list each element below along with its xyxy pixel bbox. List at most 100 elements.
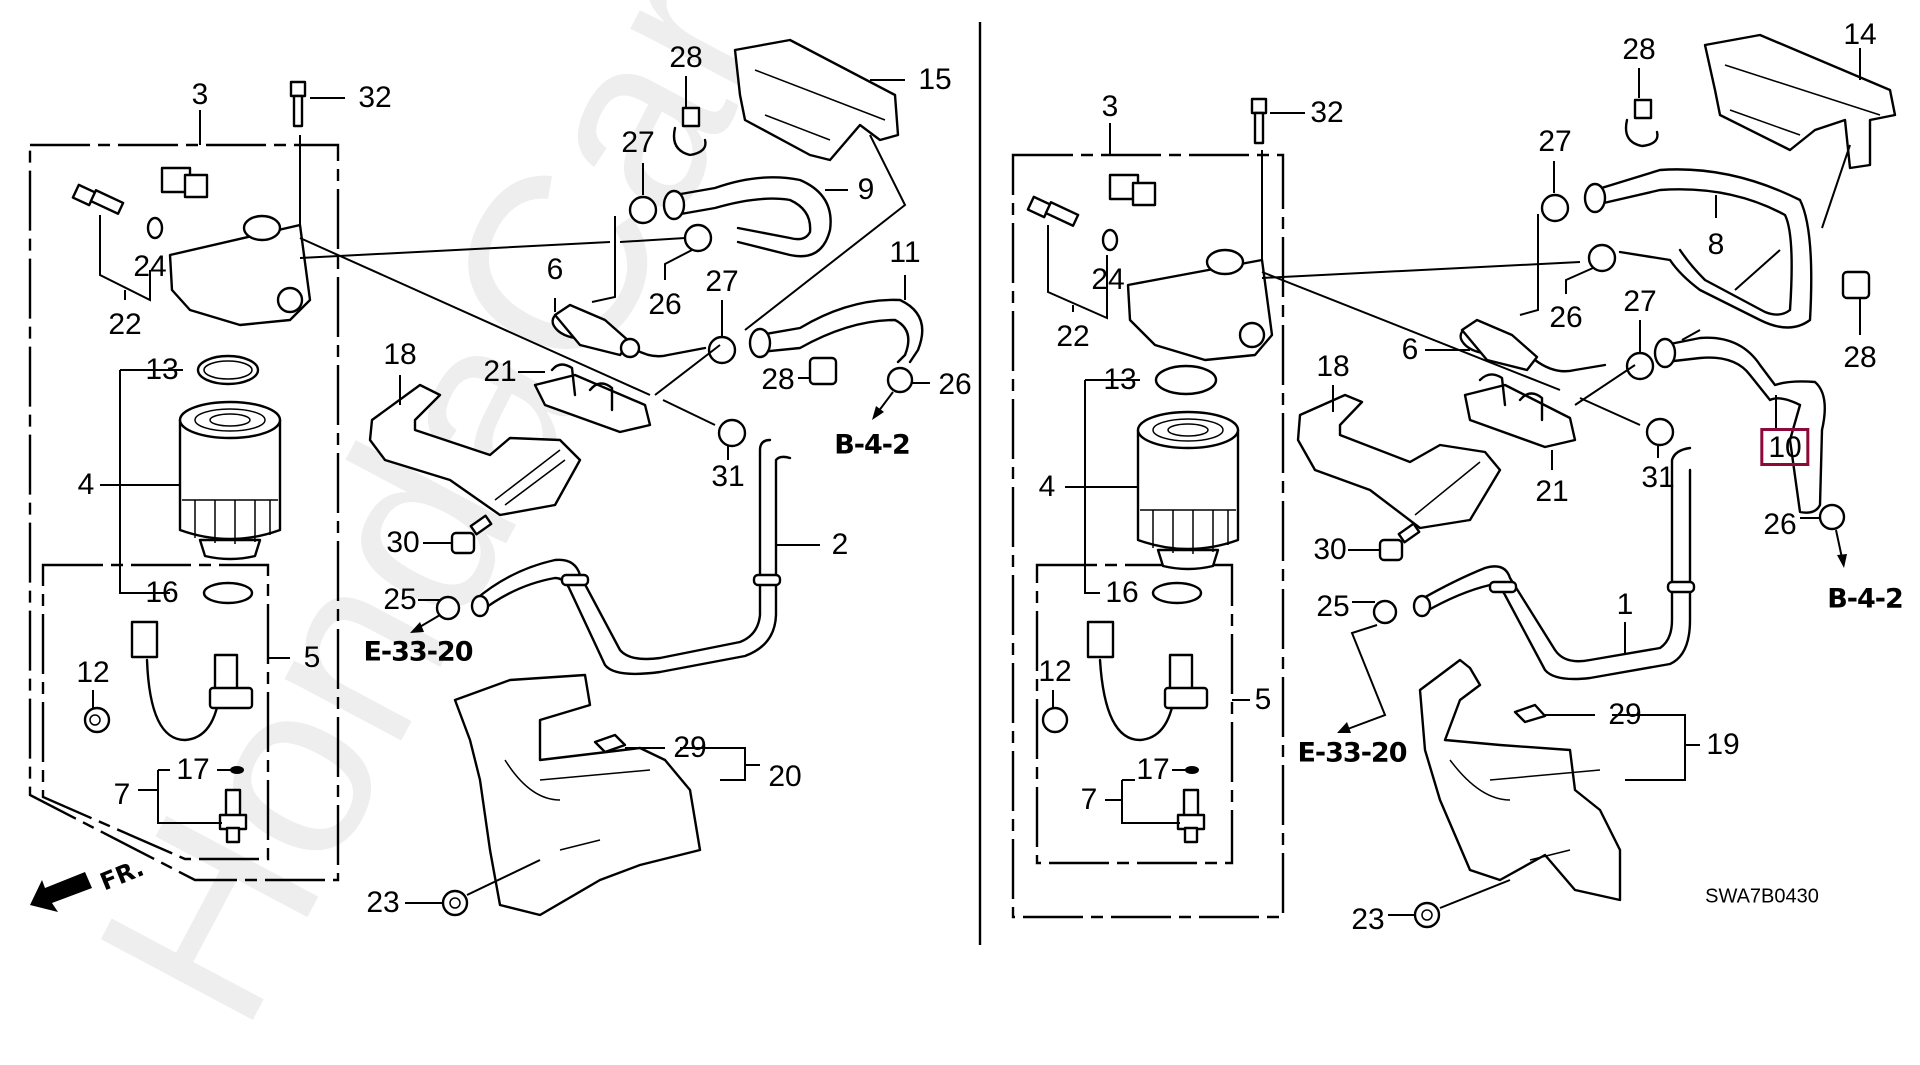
callout-12[interactable]: 12 — [1038, 655, 1072, 688]
callout-4[interactable]: 4 — [1038, 470, 1056, 503]
callout-28[interactable]: 28 — [1622, 33, 1656, 66]
o-ring-13-right[interactable] — [1154, 364, 1218, 396]
fuel-filter-4-right[interactable] — [1136, 410, 1240, 571]
callout-23[interactable]: 23 — [1351, 903, 1385, 936]
callout-5[interactable]: 5 — [303, 641, 321, 674]
clamp-26-mid[interactable] — [683, 223, 713, 253]
callout-27[interactable]: 27 — [621, 126, 655, 159]
o-ring-16[interactable] — [202, 581, 254, 605]
callout-30[interactable]: 30 — [386, 526, 420, 559]
clip-28-low[interactable] — [808, 356, 838, 386]
clip-12-right[interactable] — [1041, 706, 1069, 734]
clamp-bracket-21[interactable] — [533, 363, 652, 434]
pipe-1[interactable] — [1418, 446, 1692, 681]
callout-12[interactable]: 12 — [76, 656, 110, 689]
callout-27[interactable]: 27 — [705, 265, 739, 298]
callout-17[interactable]: 17 — [1136, 753, 1170, 786]
bolt-30-right[interactable] — [1378, 522, 1421, 562]
bracket-14[interactable] — [1703, 33, 1897, 170]
clamp-31[interactable] — [717, 418, 747, 448]
drain-plug-7-right[interactable] — [1176, 788, 1206, 844]
hose-10[interactable] — [1663, 336, 1826, 514]
fuel-strainer-6[interactable] — [549, 303, 707, 359]
o-ring-13[interactable] — [196, 354, 260, 386]
callout-26[interactable]: 26 — [1549, 301, 1583, 334]
fuel-filter-4[interactable] — [178, 400, 282, 561]
callout-29[interactable]: 29 — [1608, 698, 1642, 731]
callout-22[interactable]: 22 — [1056, 320, 1090, 353]
clamp-bracket-21-right[interactable] — [1463, 373, 1577, 449]
callout-27[interactable]: 27 — [1623, 285, 1657, 318]
callout-22[interactable]: 22 — [108, 308, 142, 341]
nut-23-right[interactable] — [1413, 901, 1441, 929]
callout-21[interactable]: 21 — [1535, 475, 1569, 508]
clamp-27-top[interactable] — [628, 195, 658, 225]
bracket-15[interactable] — [733, 38, 900, 162]
callout-2[interactable]: 2 — [831, 528, 849, 561]
clamp-27-top-right[interactable] — [1540, 193, 1570, 223]
pipe-2[interactable] — [473, 438, 792, 676]
callout-6[interactable]: 6 — [546, 253, 564, 286]
callout-13[interactable]: 13 — [145, 353, 179, 386]
bracket-19[interactable] — [1418, 658, 1622, 902]
filter-head[interactable] — [160, 166, 312, 327]
clip-28-top-right[interactable] — [1624, 98, 1659, 148]
clamp-27-low[interactable] — [707, 335, 737, 365]
callout-25[interactable]: 25 — [1316, 590, 1350, 623]
washer-24[interactable] — [146, 216, 164, 240]
clip-12[interactable] — [83, 706, 111, 734]
water-sensor-5-right[interactable] — [1086, 620, 1209, 742]
callout-28[interactable]: 28 — [761, 363, 795, 396]
callout-1[interactable]: 1 — [1616, 588, 1634, 621]
nut-23[interactable] — [441, 889, 469, 917]
sensor-22-right[interactable] — [1026, 195, 1080, 227]
bracket-18-right[interactable] — [1296, 393, 1502, 530]
clip-28-side-right[interactable] — [1841, 270, 1871, 300]
water-sensor-5[interactable] — [130, 620, 254, 742]
bracket-20[interactable] — [453, 673, 702, 917]
callout-19[interactable]: 19 — [1706, 728, 1740, 761]
reference-b-4-2[interactable]: B-4-2 — [1827, 583, 1904, 615]
washer-17-right[interactable] — [1185, 766, 1199, 774]
callout-26[interactable]: 26 — [1763, 508, 1797, 541]
reference-e-33-20[interactable]: E-33-20 — [1297, 737, 1407, 769]
callout-16[interactable]: 16 — [1105, 576, 1139, 609]
clamp-27-low-right[interactable] — [1625, 351, 1655, 381]
callout-27[interactable]: 27 — [1538, 125, 1572, 158]
callout-9[interactable]: 9 — [857, 173, 875, 206]
callout-26[interactable]: 26 — [648, 288, 682, 321]
washer-17[interactable] — [230, 766, 244, 774]
clamp-31-right[interactable] — [1645, 417, 1675, 447]
callout-31[interactable]: 31 — [711, 460, 745, 493]
reference-e-33-20[interactable]: E-33-20 — [363, 636, 473, 668]
callout-14[interactable]: 14 — [1843, 18, 1877, 51]
clamp-26-mid-right[interactable] — [1587, 243, 1617, 273]
callout-31[interactable]: 31 — [1641, 461, 1675, 494]
callout-16[interactable]: 16 — [145, 576, 179, 609]
callout-4[interactable]: 4 — [77, 468, 95, 501]
callout-3[interactable]: 3 — [1101, 90, 1119, 123]
hose-8[interactable] — [1593, 168, 1813, 329]
hose-9[interactable] — [673, 176, 832, 258]
clamp-25-right[interactable] — [1372, 599, 1398, 625]
washer-24-right[interactable] — [1101, 228, 1119, 252]
clamp-26-low[interactable] — [886, 366, 914, 394]
bolt-32-right[interactable] — [1250, 97, 1268, 145]
callout-28[interactable]: 28 — [669, 41, 703, 74]
callout-20[interactable]: 20 — [768, 760, 802, 793]
clip-28-top[interactable] — [672, 106, 707, 157]
callout-7[interactable]: 7 — [113, 778, 131, 811]
callout-24[interactable]: 24 — [1091, 263, 1125, 296]
callout-28[interactable]: 28 — [1843, 341, 1877, 374]
bolt-32[interactable] — [289, 80, 307, 128]
drain-plug-7[interactable] — [218, 788, 248, 844]
callout-24[interactable]: 24 — [133, 250, 167, 283]
sensor-22[interactable] — [71, 183, 125, 215]
callout-6[interactable]: 6 — [1401, 333, 1419, 366]
reference-b-4-2[interactable]: B-4-2 — [834, 429, 911, 461]
callout-30[interactable]: 30 — [1313, 533, 1347, 566]
callout-18[interactable]: 18 — [383, 338, 417, 371]
filter-head-right[interactable] — [1108, 173, 1274, 362]
callout-32[interactable]: 32 — [358, 81, 392, 114]
callout-11[interactable]: 11 — [889, 236, 921, 269]
